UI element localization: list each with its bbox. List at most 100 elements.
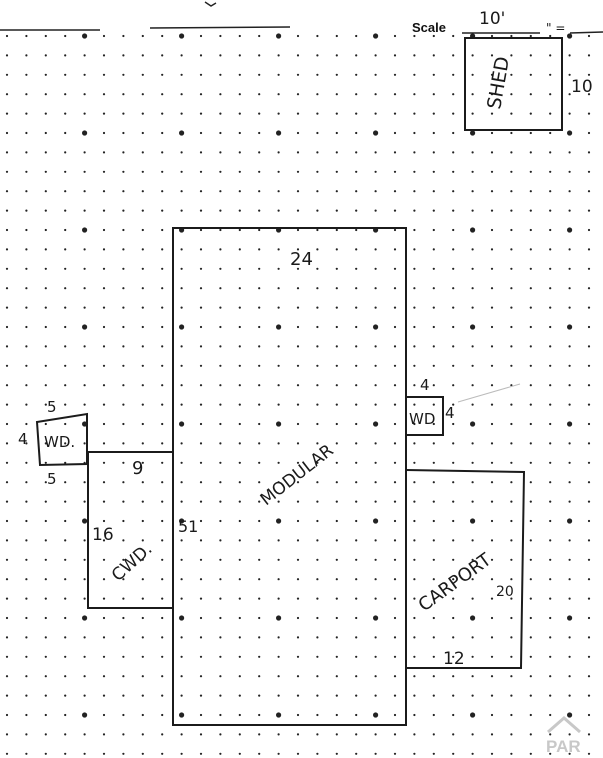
- grid-dot: [296, 636, 300, 639]
- grid-dot: [355, 539, 358, 542]
- grid-dot: [199, 190, 203, 193]
- grid-dot: [470, 421, 476, 427]
- grid-dot: [161, 267, 164, 270]
- grid-dot: [64, 422, 67, 426]
- grid-dot: [393, 461, 397, 464]
- grid-dot: [64, 655, 67, 658]
- grid-dot: [432, 364, 435, 367]
- grid-dot: [44, 345, 47, 348]
- grid-dot: [219, 325, 222, 329]
- grid-dot: [432, 151, 435, 154]
- grid-dot: [25, 500, 28, 503]
- grid-dot: [549, 384, 552, 387]
- grid-dot: [199, 325, 203, 329]
- grid-dot: [374, 539, 377, 542]
- grid-dot: [471, 306, 474, 309]
- grid-dot: [452, 461, 455, 464]
- grid-dot: [64, 558, 67, 561]
- grid-dot: [180, 655, 183, 658]
- grid-dot: [83, 558, 86, 561]
- grid-dot: [587, 558, 591, 561]
- grid-dot: [374, 190, 377, 193]
- grid-dot: [83, 481, 86, 484]
- grid-dot: [102, 170, 106, 173]
- grid-dot: [258, 112, 261, 115]
- grid-dot: [374, 151, 377, 154]
- grid-dot: [413, 345, 416, 348]
- grid-dot: [335, 733, 338, 736]
- shed-depth: 10: [571, 77, 593, 97]
- grid-dot: [258, 306, 261, 309]
- grid-dot: [83, 636, 86, 639]
- grid-dot: [432, 578, 435, 581]
- grid-dot: [316, 364, 319, 367]
- scale-suffix: " =: [546, 21, 565, 35]
- grid-dot: [355, 384, 358, 387]
- grid-dot: [141, 364, 144, 367]
- grid-dot: [64, 151, 67, 154]
- grid-dot: [64, 190, 67, 193]
- grid-dot: [44, 694, 47, 697]
- grid-dot: [296, 306, 300, 309]
- grid-dot: [296, 539, 300, 542]
- grid-dot: [568, 403, 571, 406]
- grid-dot: [102, 519, 106, 523]
- grid-dot: [452, 34, 455, 38]
- grid-dot: [413, 539, 416, 542]
- grid-dot: [374, 403, 377, 406]
- grid-dot: [296, 694, 300, 697]
- grid-dot: [141, 151, 144, 154]
- grid-dot: [335, 112, 338, 115]
- grid-dot: [238, 112, 241, 115]
- grid-dot: [5, 384, 9, 387]
- grid-dot: [355, 752, 358, 755]
- stray-mark: [457, 383, 521, 403]
- grid-dot: [568, 267, 571, 270]
- grid-dot: [238, 694, 241, 697]
- grid-dot: [373, 33, 379, 39]
- grid-dot: [25, 422, 28, 426]
- grid-dot: [568, 54, 571, 57]
- grid-dot: [5, 73, 9, 76]
- grid-dot: [199, 500, 203, 503]
- grid-dot: [64, 578, 67, 581]
- grid-dot: [510, 616, 513, 620]
- grid-dot: [238, 34, 241, 38]
- grid-dot: [490, 616, 494, 620]
- grid-dot: [102, 481, 106, 484]
- grid-dot: [25, 325, 28, 329]
- grid-dot: [219, 170, 222, 173]
- grid-dot: [161, 93, 164, 96]
- grid-dot: [452, 403, 455, 406]
- grid-dot: [355, 209, 358, 212]
- grid-dot: [5, 500, 9, 503]
- grid-dot: [355, 345, 358, 348]
- grid-dot: [296, 655, 300, 658]
- grid-dot: [471, 461, 474, 464]
- grid-dot: [587, 655, 591, 658]
- grid-dot: [549, 597, 552, 600]
- grid-dot: [296, 112, 300, 115]
- grid-dot: [258, 54, 261, 57]
- grid-dot: [510, 733, 513, 736]
- grid-dot: [587, 694, 591, 697]
- grid-dot: [529, 73, 532, 76]
- shed-outline: [464, 37, 563, 131]
- grid-dot: [44, 616, 47, 620]
- grid-dot: [258, 151, 261, 154]
- grid-dot: [393, 228, 397, 232]
- grid-dot: [25, 151, 28, 154]
- grid-dot: [277, 694, 280, 697]
- grid-dot: [490, 558, 494, 561]
- grid-dot: [490, 675, 494, 678]
- grid-dot: [413, 384, 416, 387]
- grid-dot: [122, 442, 125, 445]
- grid-dot: [296, 461, 300, 464]
- grid-dot: [432, 461, 435, 464]
- grid-dot: [355, 131, 358, 135]
- grid-dot: [510, 93, 513, 96]
- grid-dot: [413, 287, 416, 290]
- grid-dot: [161, 539, 164, 542]
- grid-dot: [413, 461, 416, 464]
- grid-dot: [83, 364, 86, 367]
